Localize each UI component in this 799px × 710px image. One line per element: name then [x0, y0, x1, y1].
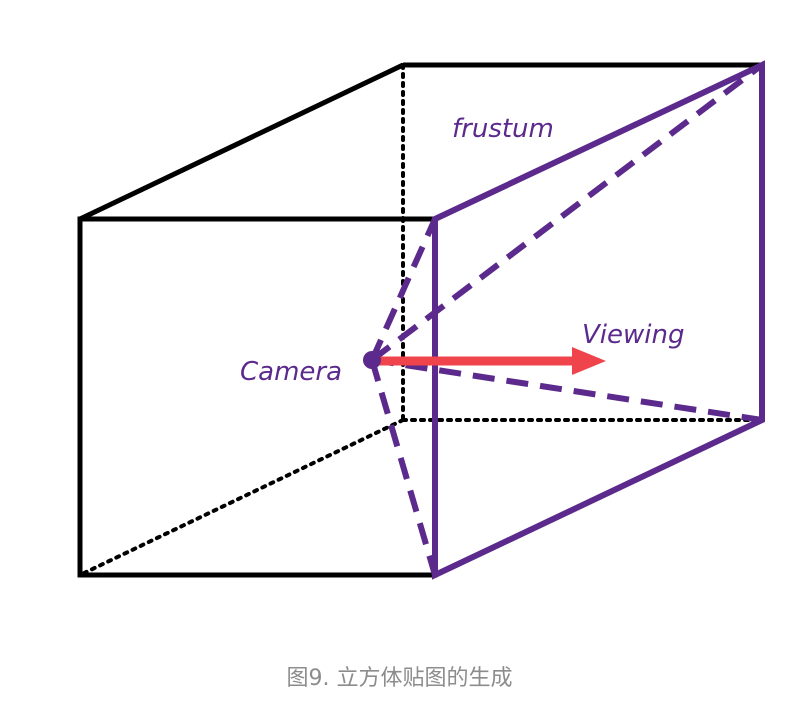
- frustum-label: frustum: [452, 114, 554, 144]
- viewing-arrow-head: [572, 347, 606, 375]
- hidden-edge-diagonal: [78, 418, 405, 577]
- frustum-ray-top-far: [370, 62, 764, 363]
- frustum-ray-top-near: [369, 217, 438, 362]
- viewing-label: Viewing: [582, 320, 684, 350]
- viewing-arrow: [378, 347, 606, 375]
- camera-label: Camera: [240, 357, 342, 387]
- frustum-ray-bottom-far: [371, 357, 763, 423]
- cube-top-left-edge: [78, 62, 405, 222]
- frustum-ray-bottom-near: [369, 359, 438, 576]
- figure-caption: 图9. 立方体贴图的生成: [286, 666, 513, 691]
- frustum-rays: [369, 62, 764, 576]
- camera-dot: [363, 351, 381, 369]
